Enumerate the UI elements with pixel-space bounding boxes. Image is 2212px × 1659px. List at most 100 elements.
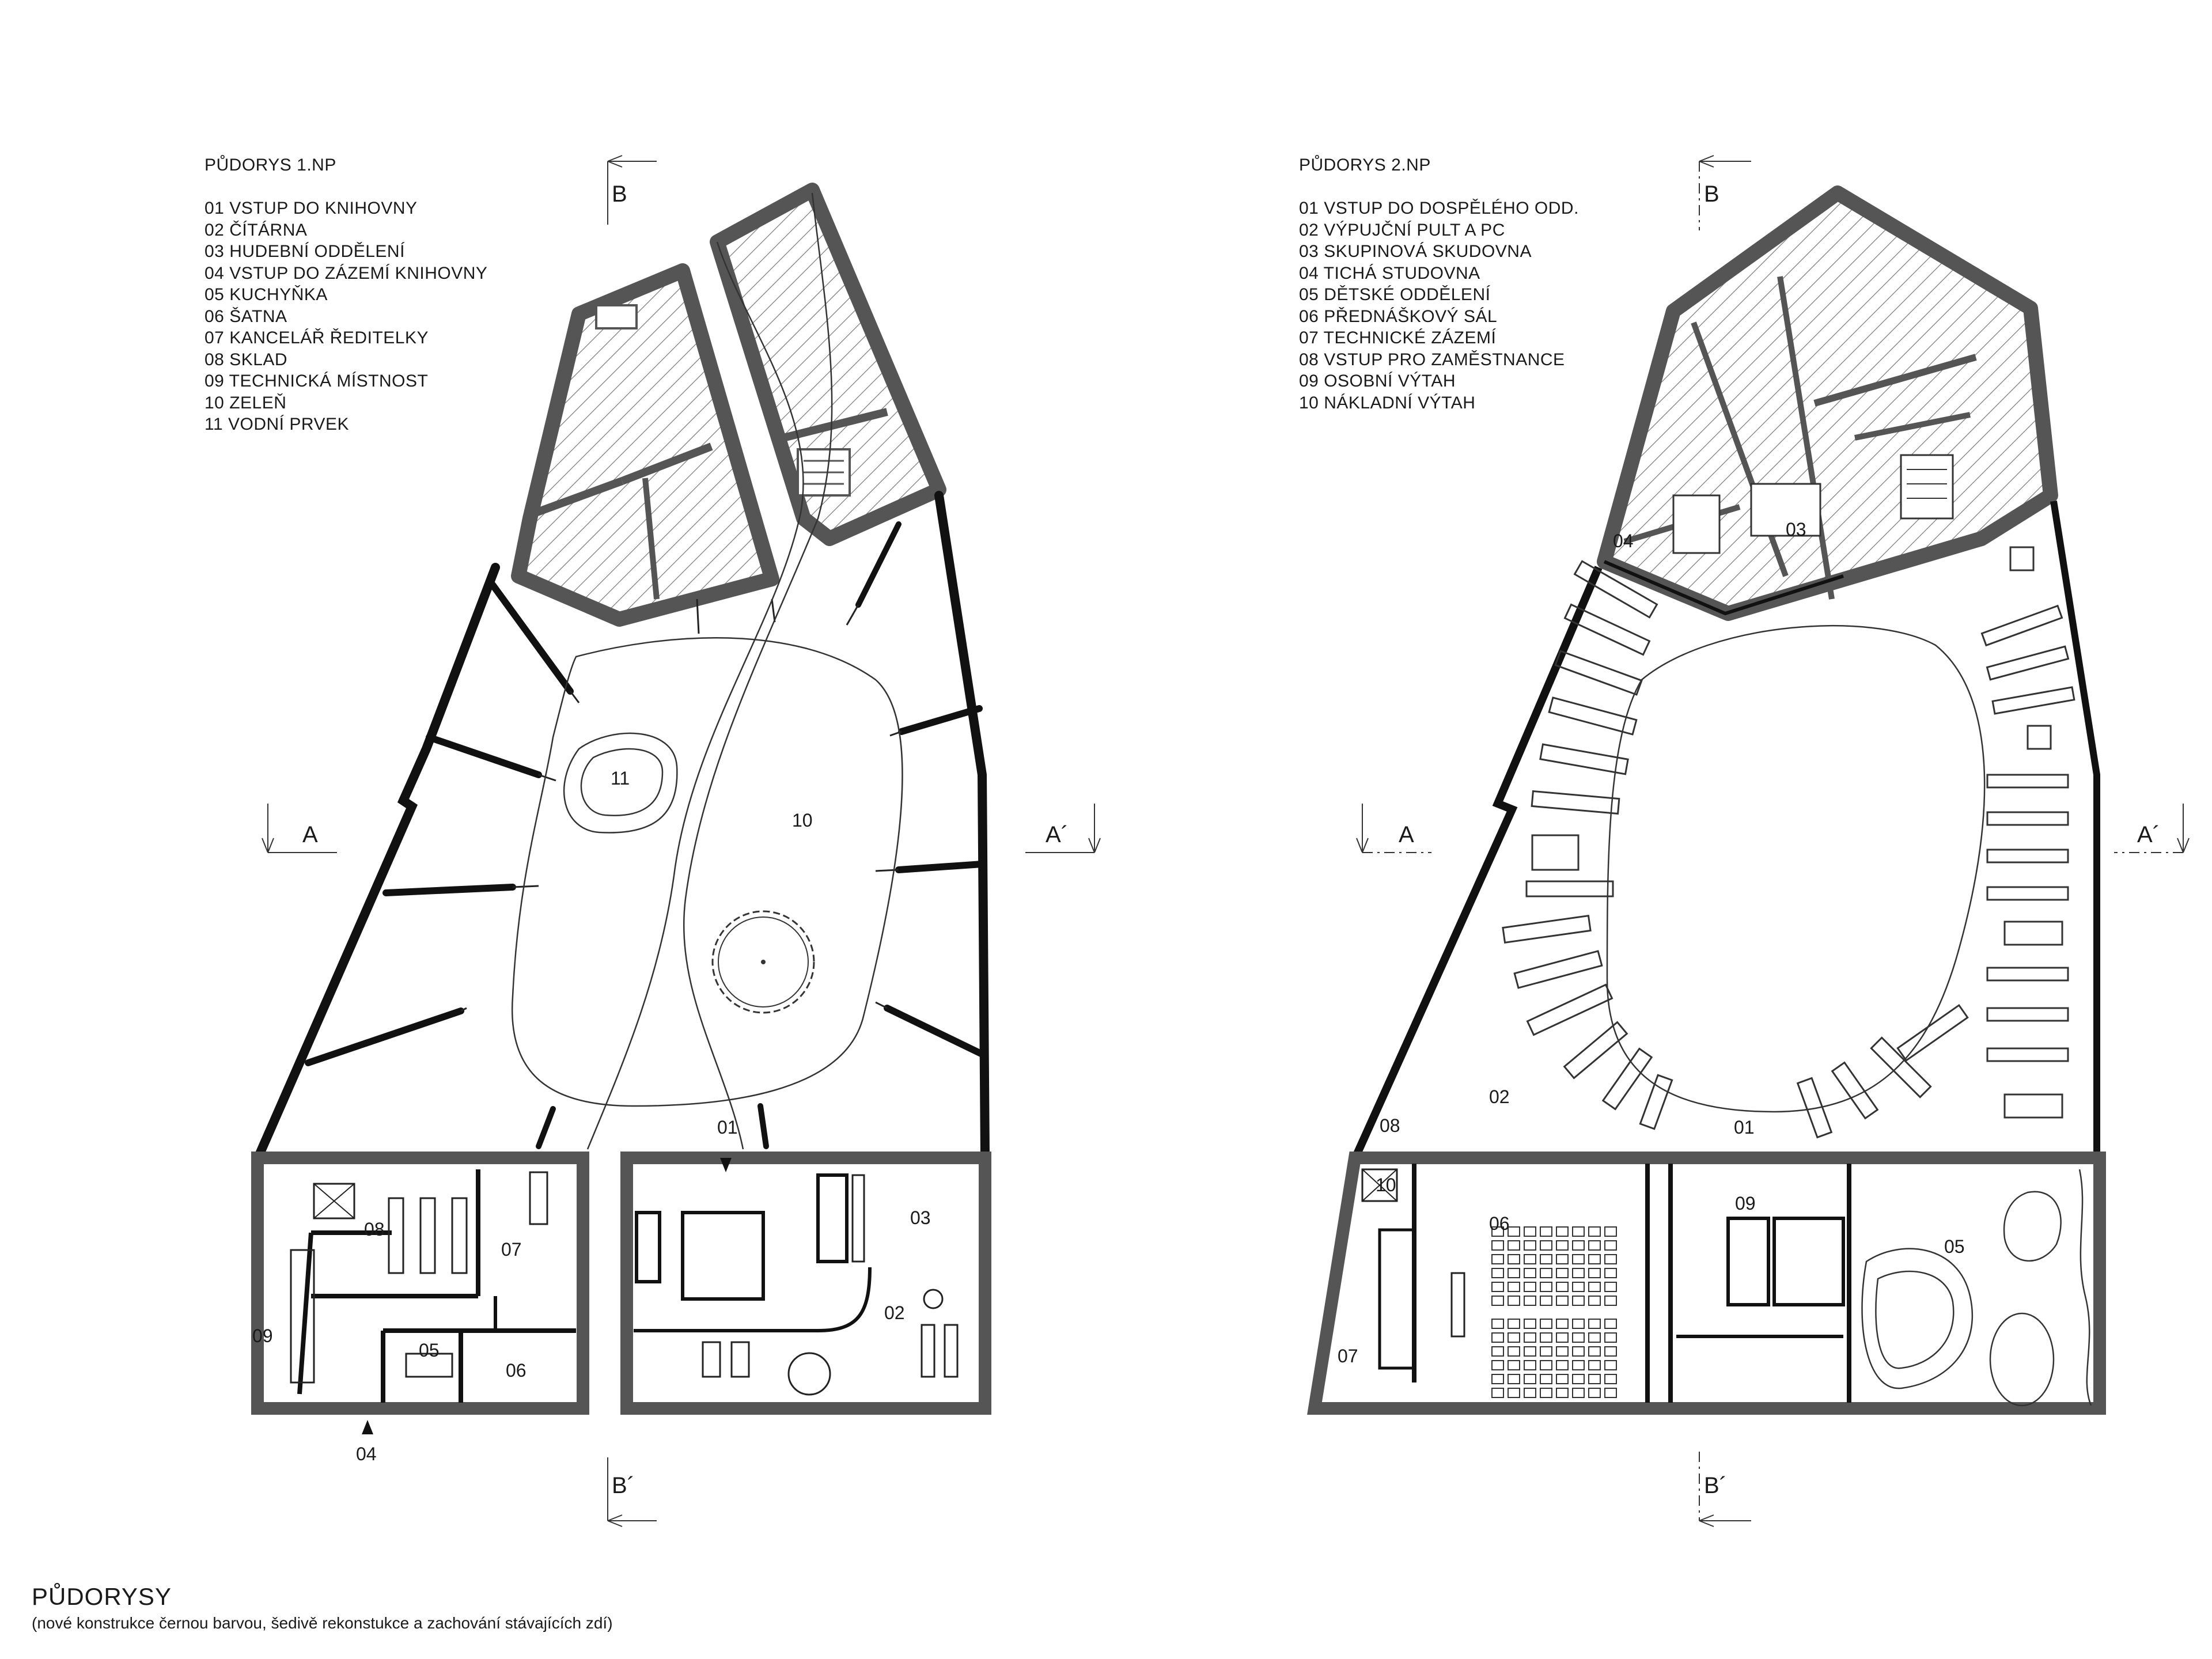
plan1-courtyard-greenery	[511, 192, 903, 1150]
seat	[1508, 1268, 1520, 1278]
section-label: B´	[612, 1473, 635, 1498]
legend-item: 06 PŘEDNÁŠKOVÝ SÁL	[1299, 306, 1498, 326]
legend-item: 10 NÁKLADNÍ VÝTAH	[1299, 393, 1476, 412]
seat	[1508, 1296, 1520, 1306]
legend-item: 01 VSTUP DO KNIHOVNY	[204, 199, 418, 218]
legend-item: 05 DĚTSKÉ ODDĚLENÍ	[1299, 285, 1491, 304]
plan1-title: PŮDORYS 1.NP	[204, 156, 336, 175]
seat	[1604, 1374, 1617, 1384]
room-label: 07	[501, 1239, 522, 1260]
seat	[1508, 1388, 1520, 1398]
seat	[1540, 1268, 1552, 1278]
plan2-atrium-void	[1606, 625, 1986, 1113]
plan2-children-area	[1861, 1169, 2092, 1407]
room-label: 04	[356, 1444, 377, 1464]
seat	[1524, 1360, 1536, 1370]
seat	[1588, 1346, 1601, 1357]
seat	[1524, 1374, 1536, 1384]
section-label: B	[612, 181, 627, 207]
seat	[1524, 1346, 1536, 1357]
legend-item: 03 HUDEBNÍ ODDĚLENÍ	[204, 242, 405, 261]
room-label: 11	[611, 768, 630, 789]
room-label: 05	[419, 1340, 440, 1361]
seat	[1604, 1282, 1617, 1292]
seat	[1572, 1388, 1585, 1398]
room-label: 03	[1786, 519, 1806, 540]
seat	[1556, 1240, 1569, 1251]
plan2-shelf-stacks	[1980, 546, 2075, 1119]
plan2-section-markers	[1356, 155, 2190, 1527]
seat	[1604, 1226, 1617, 1237]
legend-item: 09 TECHNICKÁ MÍSTNOST	[204, 372, 429, 391]
seat	[1491, 1360, 1504, 1370]
plan2-title: PŮDORYS 2.NP	[1299, 156, 1431, 175]
legend-item: 04 TICHÁ STUDOVNA	[1299, 263, 1480, 283]
section-label: B	[1704, 181, 1719, 207]
seat	[1491, 1319, 1504, 1329]
seat	[1556, 1296, 1569, 1306]
seat	[1604, 1268, 1617, 1278]
plan2-existing-wing	[1597, 185, 2058, 621]
seat	[1491, 1240, 1504, 1251]
plan2-lecture-seats	[1491, 1226, 1617, 1398]
seat	[1556, 1374, 1569, 1384]
legend-plan1: PŮDORYS 1.NP 01 VSTUP DO KNIHOVNY 02 ČÍT…	[204, 154, 487, 435]
seat	[1508, 1346, 1520, 1357]
seat	[1572, 1360, 1585, 1370]
seat	[1588, 1360, 1601, 1370]
plan1-south-building-right	[620, 1152, 991, 1415]
room-label: 04	[1613, 531, 1634, 551]
plan1-new-walls	[255, 491, 990, 1160]
sheet-subtitle: (nové konstrukce černou barvou, šedivě r…	[32, 1614, 613, 1632]
seat	[1588, 1332, 1601, 1343]
legend-item: 09 OSOBNÍ VÝTAH	[1299, 372, 1456, 391]
sheet-title: PŮDORYSY	[32, 1583, 172, 1610]
seat	[1491, 1254, 1504, 1264]
seat	[1572, 1296, 1585, 1306]
section-label: B´	[1704, 1473, 1727, 1498]
plan2-drawing: 01 02 03 04 05 06 07 08 09 10 A A´ B B´	[1307, 155, 2190, 1527]
room-label: 09	[1735, 1193, 1756, 1214]
seat	[1508, 1374, 1520, 1384]
seat	[1540, 1296, 1552, 1306]
legend-item: 07 KANCELÁŘ ŘEDITELKY	[204, 328, 429, 347]
section-label: A´	[2137, 822, 2160, 847]
seat	[1524, 1296, 1536, 1306]
room-label: 05	[1944, 1236, 1965, 1257]
room-label: 06	[1489, 1213, 1510, 1234]
seat	[1508, 1282, 1520, 1292]
seat	[1572, 1319, 1585, 1329]
seat	[1524, 1268, 1536, 1278]
seat	[1491, 1282, 1504, 1292]
legend-item: 02 ČÍTÁRNA	[204, 220, 308, 240]
seat	[1508, 1254, 1520, 1264]
entry-01-marker	[720, 1158, 732, 1172]
seat	[1524, 1240, 1536, 1251]
legend-item: 04 VSTUP DO ZÁZEMÍ KNIHOVNY	[204, 263, 488, 283]
seat	[1588, 1268, 1601, 1278]
seat	[1556, 1282, 1569, 1292]
seat	[1491, 1296, 1504, 1306]
seat	[1604, 1296, 1617, 1306]
room-label: 02	[884, 1302, 905, 1323]
seat	[1491, 1268, 1504, 1278]
section-label: A´	[1046, 822, 1069, 847]
legend-item: 07 TECHNICKÉ ZÁZEMÍ	[1299, 328, 1497, 347]
seat	[1524, 1282, 1536, 1292]
legend-plan2: PŮDORYS 2.NP 01 VSTUP DO DOSPĚLÉHO ODD. …	[1299, 154, 1579, 414]
seat	[1491, 1332, 1504, 1343]
plan1-water-feature	[563, 732, 678, 834]
seat	[1556, 1226, 1569, 1237]
seat	[1572, 1226, 1585, 1237]
seat	[1524, 1319, 1536, 1329]
seat	[1540, 1374, 1552, 1384]
seat	[1556, 1268, 1569, 1278]
section-label: A	[302, 822, 318, 847]
plan1-section-markers	[262, 155, 1101, 1527]
seat	[1588, 1374, 1601, 1384]
seat	[1540, 1332, 1552, 1343]
seat	[1588, 1226, 1601, 1237]
seat	[1572, 1332, 1585, 1343]
seat	[1508, 1360, 1520, 1370]
